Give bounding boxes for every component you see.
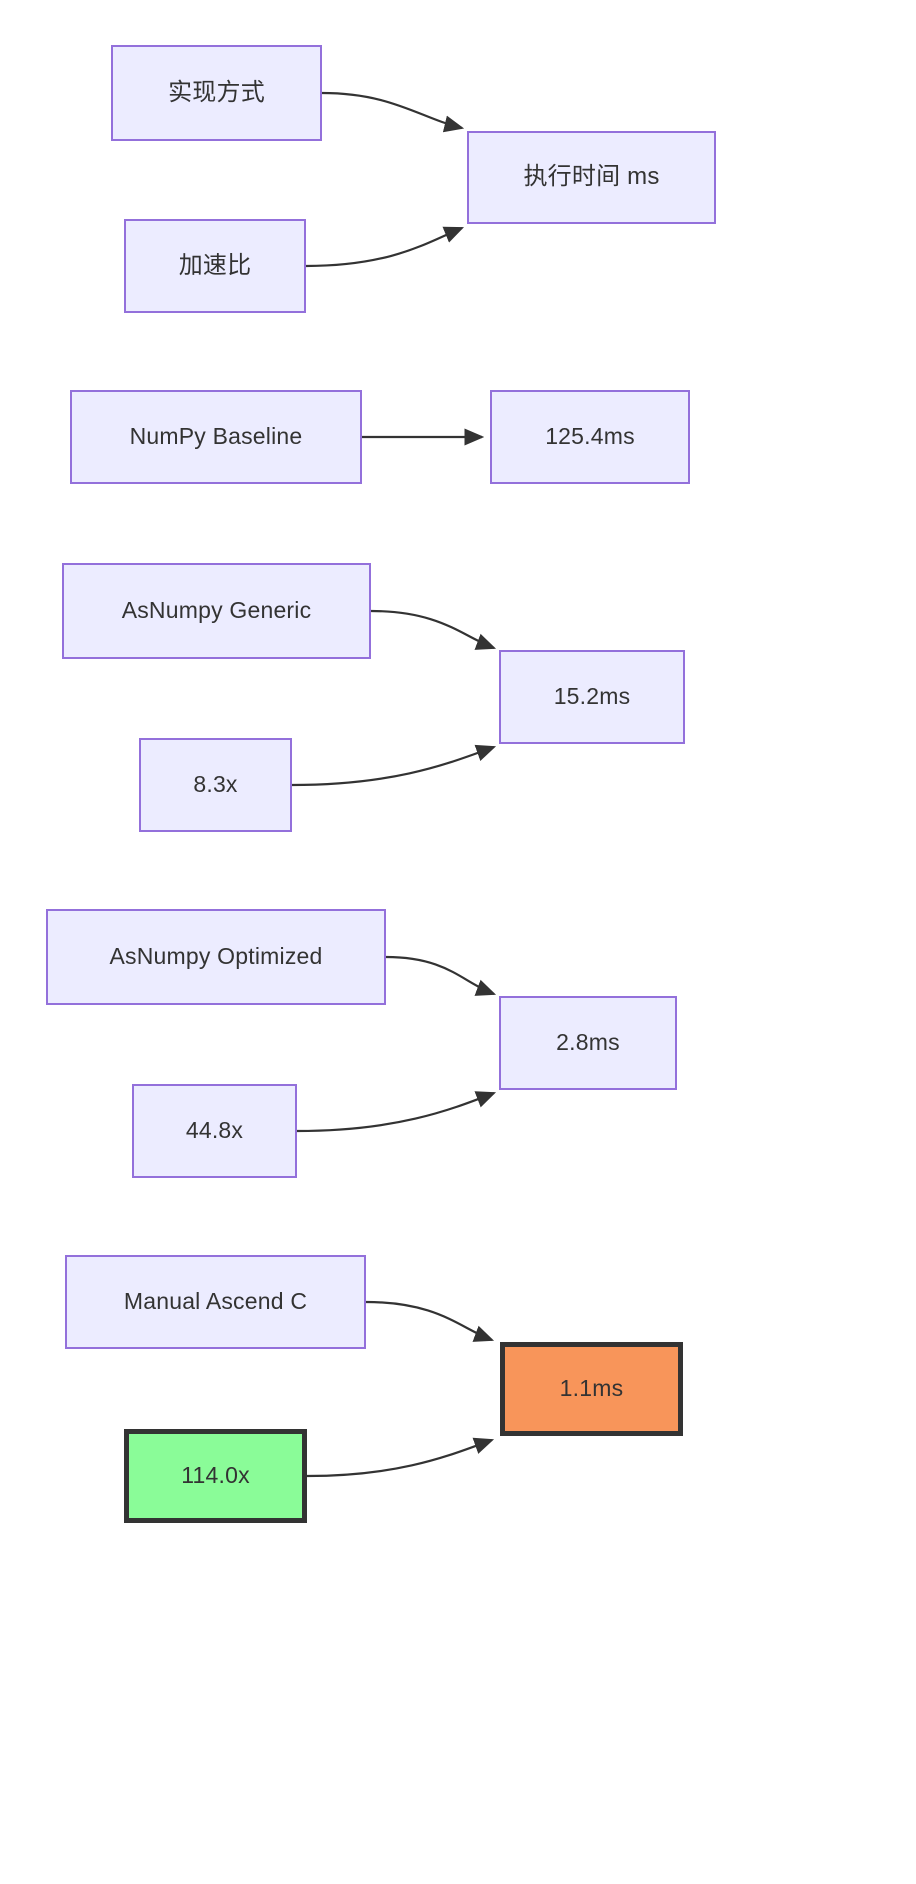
edge-manual-ascend-c-speedup-to-time bbox=[306, 1437, 495, 1478]
node-manual-ascend-c-speedup[interactable]: 114.0x bbox=[124, 1429, 307, 1523]
edge-speedup-label-to-exec-time bbox=[305, 226, 465, 268]
node-manual-ascend-c[interactable]: Manual Ascend C bbox=[65, 1255, 366, 1349]
node-label: 加速比 bbox=[178, 251, 252, 279]
node-label: 2.8ms bbox=[556, 1029, 620, 1056]
node-manual-ascend-c-time[interactable]: 1.1ms bbox=[500, 1342, 683, 1436]
node-label: NumPy Baseline bbox=[129, 423, 303, 450]
node-speedup-label[interactable]: 加速比 bbox=[124, 219, 306, 313]
node-label: 125.4ms bbox=[545, 423, 635, 450]
node-label: AsNumpy Generic bbox=[121, 597, 312, 624]
edge-asnumpy-optimized-to-time bbox=[385, 955, 497, 996]
edge-asnumpy-generic-to-time bbox=[370, 609, 497, 650]
node-asnumpy-optimized-time[interactable]: 2.8ms bbox=[499, 996, 677, 1090]
node-impl-method[interactable]: 实现方式 bbox=[111, 45, 322, 141]
node-label: AsNumpy Optimized bbox=[109, 943, 323, 970]
node-numpy-baseline[interactable]: NumPy Baseline bbox=[70, 390, 362, 484]
node-label: 44.8x bbox=[185, 1117, 244, 1144]
node-asnumpy-optimized[interactable]: AsNumpy Optimized bbox=[46, 909, 386, 1005]
edge-impl-method-to-exec-time bbox=[321, 91, 465, 133]
node-label: 15.2ms bbox=[553, 683, 631, 710]
edge-asnumpy-generic-speedup-to-time bbox=[291, 744, 497, 787]
node-asnumpy-generic-speedup[interactable]: 8.3x bbox=[139, 738, 292, 832]
edge-manual-ascend-c-to-time bbox=[365, 1300, 495, 1342]
node-label: 1.1ms bbox=[559, 1375, 624, 1402]
node-label: 实现方式 bbox=[168, 78, 265, 106]
node-asnumpy-generic[interactable]: AsNumpy Generic bbox=[62, 563, 371, 659]
node-label: 114.0x bbox=[181, 1462, 250, 1489]
node-asnumpy-generic-time[interactable]: 15.2ms bbox=[499, 650, 685, 744]
node-asnumpy-optimized-speedup[interactable]: 44.8x bbox=[132, 1084, 297, 1178]
node-label: Manual Ascend C bbox=[123, 1288, 308, 1315]
node-exec-time-label[interactable]: 执行时间 ms bbox=[467, 131, 716, 224]
edge-asnumpy-optimized-speedup-to-time bbox=[296, 1091, 497, 1133]
node-label: 执行时间 ms bbox=[523, 163, 660, 191]
node-numpy-baseline-time[interactable]: 125.4ms bbox=[490, 390, 690, 484]
node-label: 8.3x bbox=[193, 771, 238, 798]
